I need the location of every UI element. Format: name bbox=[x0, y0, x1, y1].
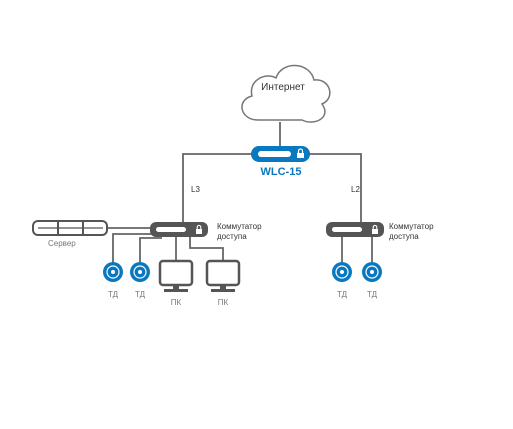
ap-label: ТД bbox=[337, 290, 348, 299]
ap-label: ТД bbox=[367, 290, 378, 299]
lock-icon bbox=[372, 229, 378, 234]
link-controller-right-switch bbox=[309, 153, 362, 224]
server-label: Сервер bbox=[48, 239, 76, 248]
lock-icon bbox=[196, 229, 202, 234]
link-label-left: L3 bbox=[191, 185, 200, 194]
connection-lines bbox=[108, 122, 373, 263]
ap-label: ТД bbox=[135, 290, 146, 299]
controller-device-icon bbox=[251, 146, 310, 162]
cloud-label: Интернет bbox=[261, 82, 305, 93]
link-switch-pc2 bbox=[189, 237, 224, 262]
access-point-icon bbox=[103, 262, 123, 282]
link-switch-ap1 bbox=[112, 233, 156, 263]
switch-left-label-2: доступа bbox=[217, 232, 247, 241]
link-label-right: L2 bbox=[351, 185, 360, 194]
access-point-icon bbox=[332, 262, 352, 282]
pc-monitor-icon bbox=[158, 259, 194, 292]
switch-left-label-1: Коммутатор bbox=[217, 222, 262, 231]
lock-icon bbox=[297, 153, 304, 158]
pc-label: ПК bbox=[218, 298, 229, 307]
pc-label: ПК bbox=[171, 298, 182, 307]
access-switch-left-icon bbox=[150, 222, 208, 237]
access-switch-right-icon bbox=[326, 222, 384, 237]
access-point-icon bbox=[130, 262, 150, 282]
link-switch-ap2 bbox=[139, 237, 162, 263]
access-point-icon bbox=[362, 262, 382, 282]
controller-label: WLC-15 bbox=[261, 166, 302, 178]
server-icon bbox=[32, 220, 108, 236]
pc-monitor-icon bbox=[205, 259, 241, 292]
ap-label: ТД bbox=[108, 290, 119, 299]
switch-right-label-1: Коммутатор bbox=[389, 222, 434, 231]
switch-right-label-2: доступа bbox=[389, 232, 419, 241]
internet-cloud-icon: Интернет bbox=[241, 64, 331, 123]
link-controller-left-switch bbox=[182, 153, 252, 224]
